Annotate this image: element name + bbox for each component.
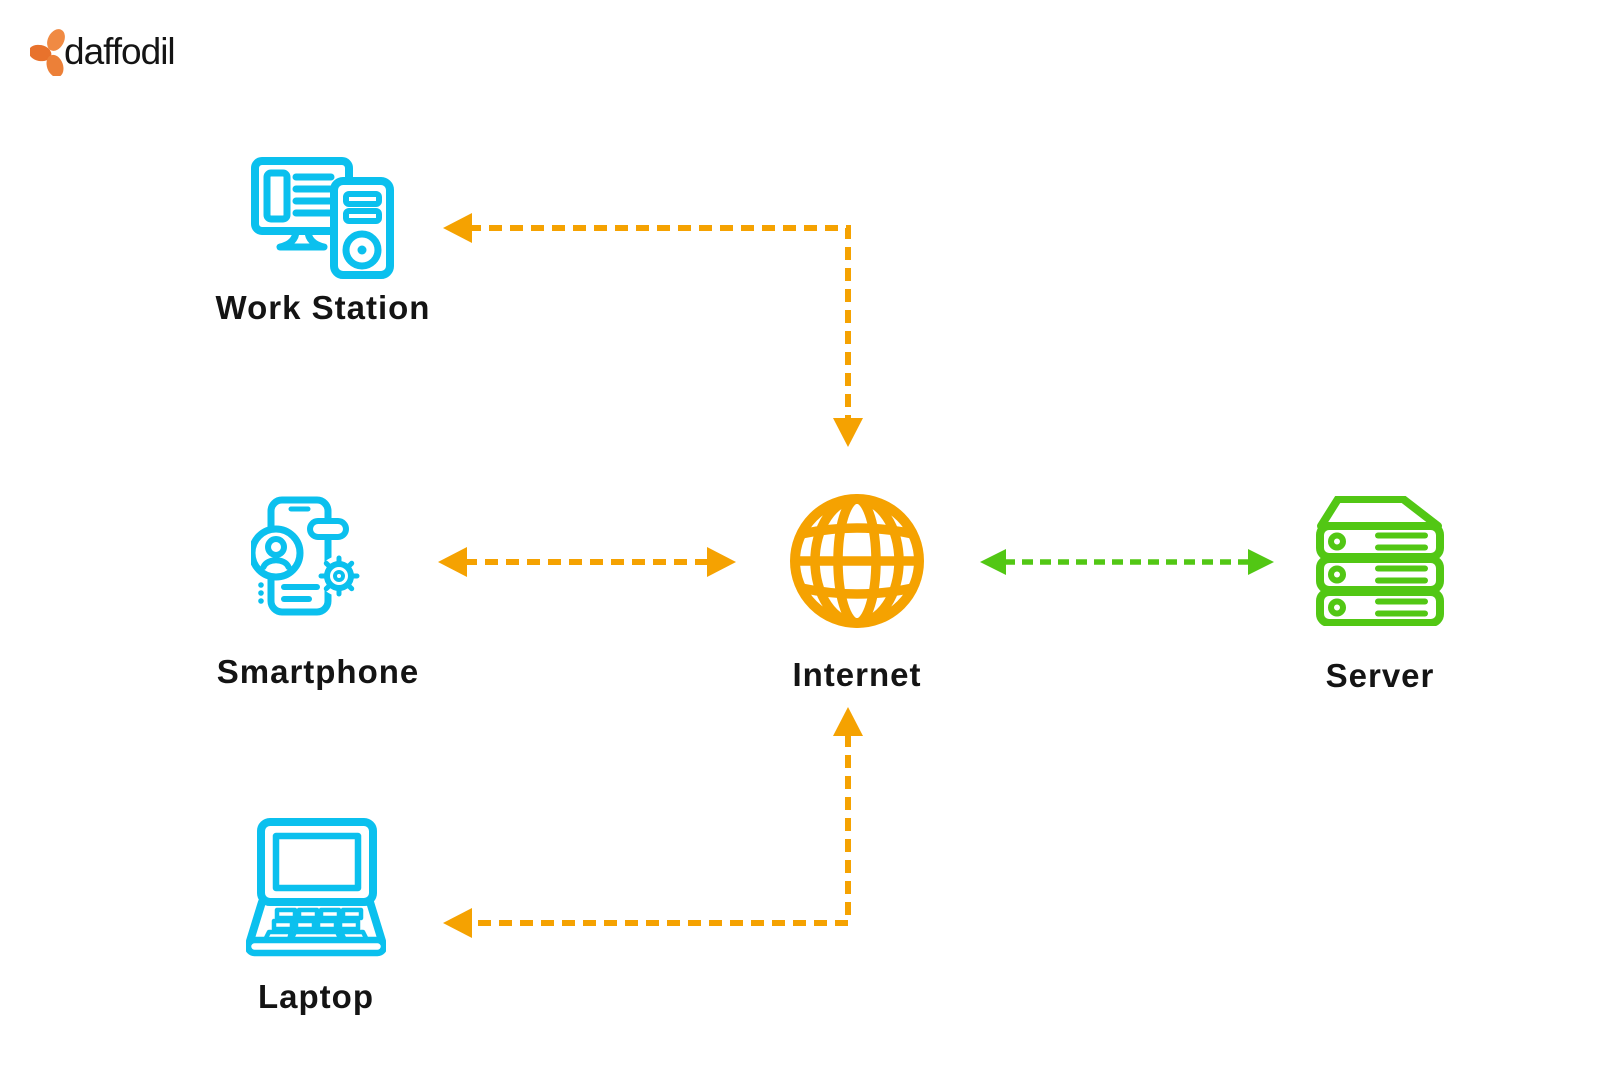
laptop-icon bbox=[246, 818, 386, 957]
node-server: Server bbox=[1230, 496, 1530, 695]
node-smartphone: Smartphone bbox=[168, 492, 468, 691]
node-label-laptop: Laptop bbox=[258, 978, 374, 1015]
node-internet: Internet bbox=[707, 486, 1007, 694]
node-label-internet: Internet bbox=[792, 656, 922, 693]
node-label-workstation: Work Station bbox=[215, 289, 431, 326]
server-stack-icon bbox=[1316, 496, 1444, 626]
workstation-icon bbox=[251, 157, 394, 279]
arrow-internet-smartphone bbox=[438, 547, 736, 577]
arrow-internet-workstation bbox=[443, 213, 863, 447]
globe-icon bbox=[790, 494, 924, 628]
smartphone-icon bbox=[250, 496, 359, 616]
node-label-smartphone: Smartphone bbox=[216, 653, 420, 690]
node-workstation: Work Station bbox=[173, 155, 473, 327]
node-label-server: Server bbox=[1325, 657, 1435, 694]
arrow-internet-laptop bbox=[443, 707, 863, 938]
node-laptop: Laptop bbox=[166, 817, 466, 1016]
logo-text: daffodil bbox=[64, 31, 176, 72]
logo: daffodil bbox=[30, 28, 176, 76]
daffodil-flower-icon bbox=[30, 29, 65, 76]
